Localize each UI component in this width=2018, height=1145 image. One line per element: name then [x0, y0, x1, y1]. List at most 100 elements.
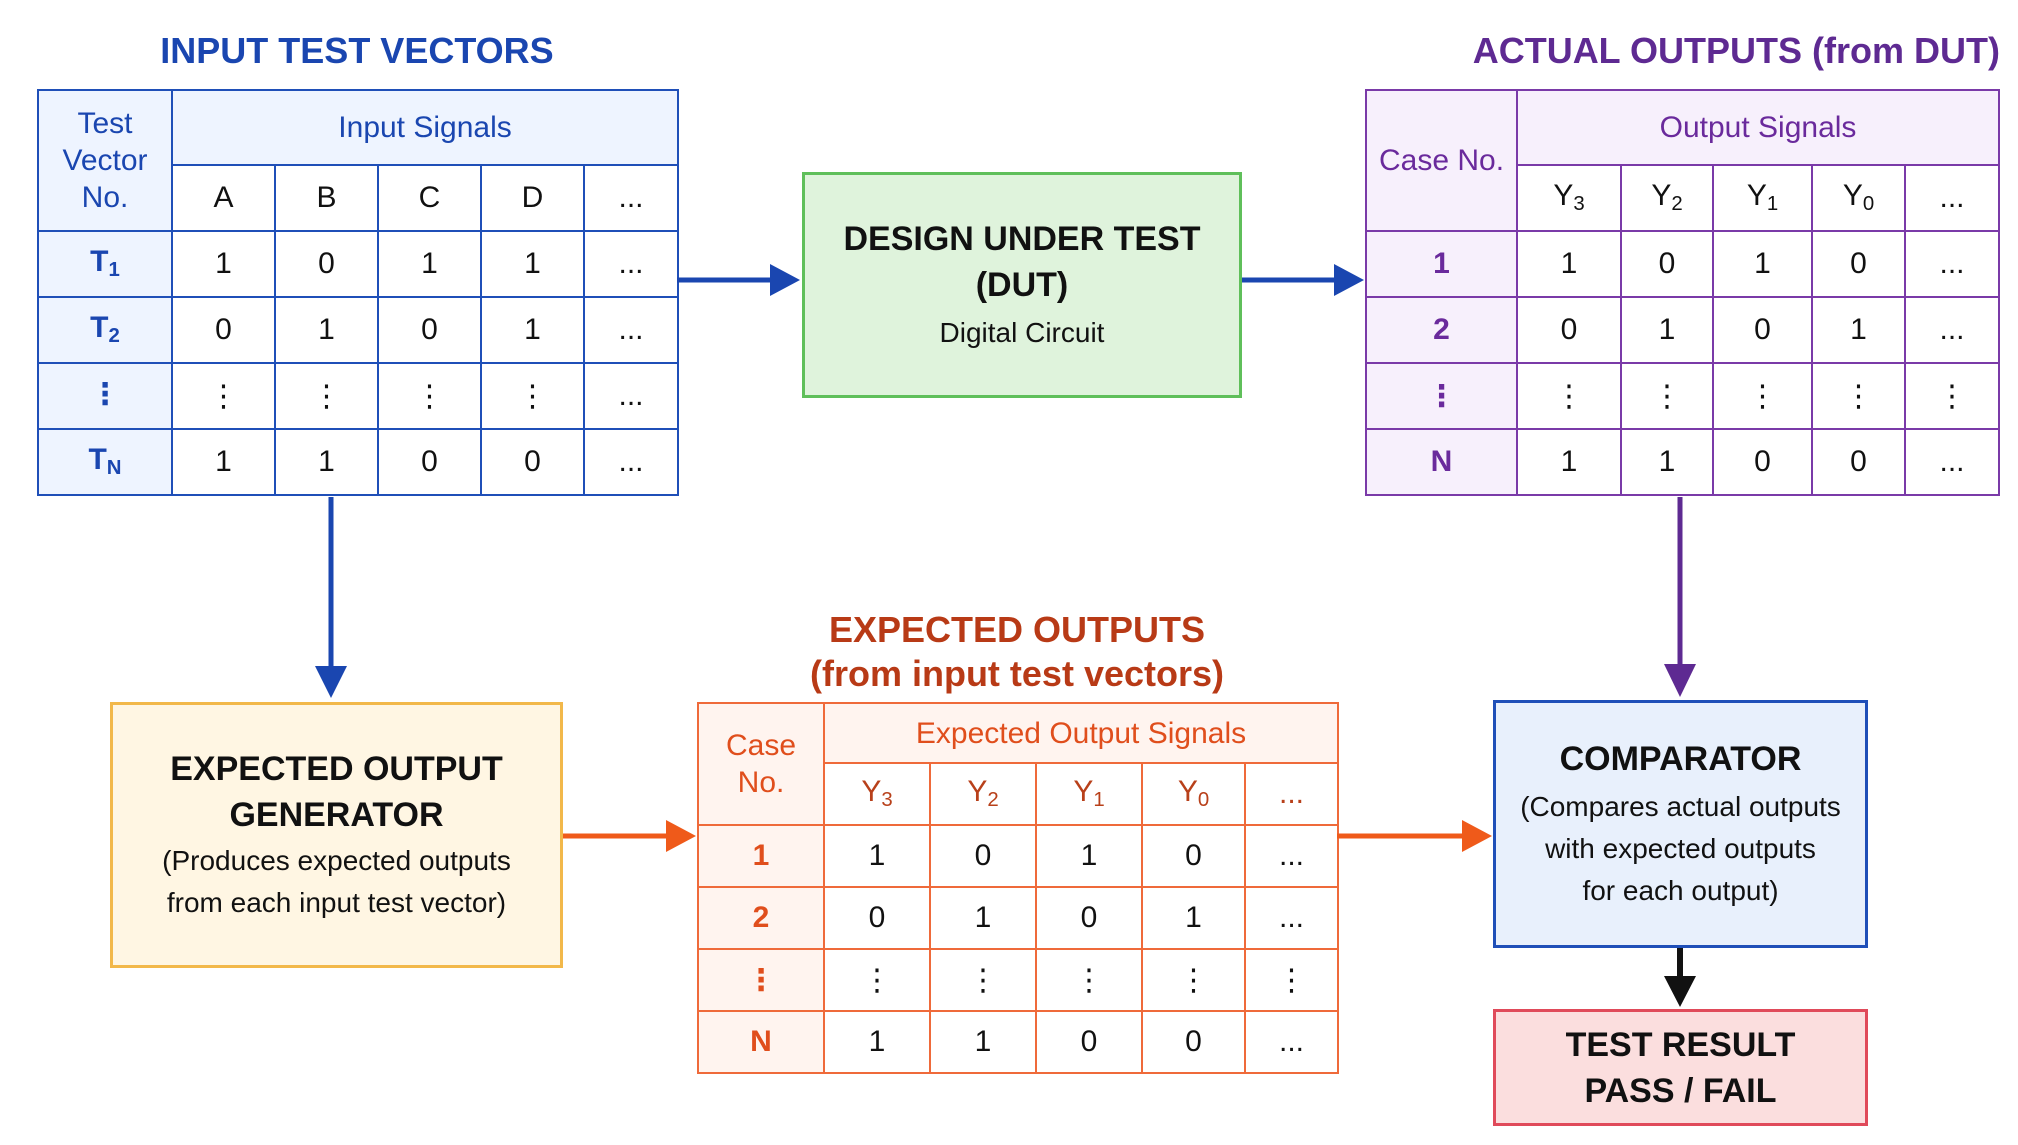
row-label: T2: [37, 296, 173, 364]
test-result-line1: TEST RESULT: [1565, 1025, 1796, 1064]
cell: 1: [929, 1010, 1037, 1074]
actual-outputs-table: Case No. Output Signals Y3 Y2 Y1 Y0 ... …: [1365, 89, 2001, 496]
dut-subtitle: Digital Circuit: [939, 317, 1105, 348]
table-row: ⋮ ⋮ ⋮ ⋮ ⋮ ⋮: [1365, 362, 2001, 430]
expected-output-generator-box: EXPECTED OUTPUT GENERATOR (Produces expe…: [110, 702, 563, 968]
row-label: T1: [37, 230, 173, 298]
cell: ⋮: [1811, 362, 1906, 430]
cell: ⋮: [171, 362, 276, 430]
cell: 0: [1712, 296, 1813, 364]
col-header-more: ...: [1903, 164, 2001, 232]
cell: ⋮: [1712, 362, 1813, 430]
cell: 0: [823, 886, 931, 950]
cell: 1: [1712, 230, 1813, 298]
cell: 0: [929, 824, 1037, 888]
cell: 1: [1141, 886, 1246, 950]
generator-desc-line2: from each input test vector): [166, 887, 507, 918]
cell: 1: [1516, 428, 1622, 496]
arrow-input-to-generator: [315, 497, 347, 698]
row-label: N: [697, 1010, 825, 1074]
table-row: T2 0 1 0 1 ...: [37, 296, 680, 364]
row-label: 2: [697, 886, 825, 950]
cell: ⋮: [823, 948, 931, 1012]
cell: 0: [171, 296, 276, 364]
comparator-title: COMPARATOR: [1559, 740, 1802, 778]
dut-title-line1: DESIGN UNDER TEST: [843, 220, 1201, 258]
cell: ...: [1243, 824, 1340, 888]
arrow-actual-to-comparator: [1664, 497, 1696, 697]
cell: 1: [1620, 428, 1714, 496]
cell: ...: [582, 296, 680, 364]
dut-title-line2: (DUT): [975, 266, 1069, 304]
cell: ⋮: [1243, 948, 1340, 1012]
cell: 0: [377, 428, 482, 496]
col-header-y0: Y0: [1141, 762, 1246, 826]
cell: 0: [1620, 230, 1714, 298]
cell: ...: [1903, 230, 2001, 298]
col-header-y1: Y1: [1035, 762, 1143, 826]
table-row: ⋮ ⋮ ⋮ ⋮ ⋮ ...: [37, 362, 680, 430]
cell: ...: [1243, 886, 1340, 950]
expected-outputs-table: Case No. Expected Output Signals Y3 Y2 Y…: [697, 702, 1340, 1074]
row-label: N: [1365, 428, 1518, 496]
cell: ...: [1903, 296, 2001, 364]
expected-table-title: EXPECTED OUTPUTS (from input test vector…: [697, 608, 1337, 696]
cell: ⋮: [480, 362, 585, 430]
cell: 0: [1811, 230, 1906, 298]
comparator-box: COMPARATOR (Compares actual outputs with…: [1493, 700, 1868, 948]
table-row: 2 0 1 0 1 ...: [1365, 296, 2001, 364]
input-vectors-table: Test Vector No. Input Signals A B C D ..…: [37, 89, 680, 496]
test-result-box: TEST RESULT PASS / FAIL: [1493, 1009, 1868, 1126]
arrow-generator-to-expected: [563, 820, 696, 852]
col-header-b: B: [274, 164, 379, 232]
cell: ⋮: [1035, 948, 1143, 1012]
cell: ⋮: [377, 362, 482, 430]
cell: 1: [1035, 824, 1143, 888]
cell: 0: [377, 296, 482, 364]
arrow-comparator-to-result: [1664, 948, 1696, 1007]
table-row: 1 1 0 1 0 ...: [1365, 230, 2001, 298]
generator-title-line2: GENERATOR: [229, 796, 444, 834]
row-label: TN: [37, 428, 173, 496]
cell: ...: [1903, 428, 2001, 496]
cell: ...: [582, 230, 680, 298]
cell: 0: [1516, 296, 1622, 364]
output-signals-header: Output Signals: [1515, 89, 2001, 166]
expected-title-line2: (from input test vectors): [809, 653, 1225, 694]
col-header-y2: Y2: [1620, 164, 1714, 232]
col-header-c: C: [377, 164, 482, 232]
case-no-header: Case No.: [1365, 89, 1518, 232]
cell: ...: [1243, 1010, 1340, 1074]
table-row: T1 1 0 1 1 ...: [37, 230, 680, 298]
col-header-y0: Y0: [1811, 164, 1906, 232]
cell: ...: [582, 362, 680, 430]
cell: ⋮: [929, 948, 1037, 1012]
col-header-d: D: [480, 164, 585, 232]
cell: 1: [171, 230, 276, 298]
cell: 0: [1035, 1010, 1143, 1074]
table-row: TN 1 1 0 0 ...: [37, 428, 680, 496]
dut-box: DESIGN UNDER TEST (DUT) Digital Circuit: [802, 172, 1242, 398]
row-label: ⋮: [37, 362, 173, 430]
row-label: 1: [1365, 230, 1518, 298]
input-signals-header: Input Signals: [170, 89, 680, 166]
row-label: ⋮: [1365, 362, 1518, 430]
cell: ⋮: [1516, 362, 1622, 430]
table-row: ⋮ ⋮ ⋮ ⋮ ⋮ ⋮: [697, 948, 1340, 1012]
expected-title-line1: EXPECTED OUTPUTS: [828, 609, 1206, 650]
expected-output-signals-header: Expected Output Signals: [822, 702, 1340, 764]
cell: 1: [274, 296, 379, 364]
comparator-desc-line2: with expected outputs: [1545, 833, 1816, 864]
arrow-dut-to-actual: [1242, 264, 1364, 296]
test-result-line2: PASS / FAIL: [1584, 1071, 1777, 1110]
col-header-y3: Y3: [1516, 164, 1622, 232]
cell: ⋮: [1620, 362, 1714, 430]
cell: 1: [480, 296, 585, 364]
cell: 1: [823, 824, 931, 888]
col-header-y2: Y2: [929, 762, 1037, 826]
cell: 0: [274, 230, 379, 298]
cell: 0: [1141, 824, 1246, 888]
generator-title-line1: EXPECTED OUTPUT: [170, 750, 503, 788]
row-label: 1: [697, 824, 825, 888]
row-label: ⋮: [697, 948, 825, 1012]
